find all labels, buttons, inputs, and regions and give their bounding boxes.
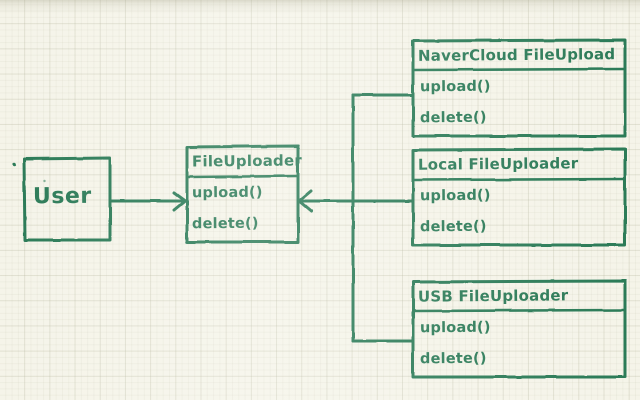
navercloud-title: NaverCloud FileUpload xyxy=(417,45,616,65)
local-method-delete: delete() xyxy=(419,218,487,236)
local-title: Local FileUploader xyxy=(417,154,579,174)
ink-speck xyxy=(12,162,46,183)
local-fileuploader-box[interactable] xyxy=(411,147,627,247)
fileuploader-method-delete: delete() xyxy=(191,215,259,233)
connector-user-to-fileuploader xyxy=(109,191,187,212)
navercloud-fileupload-box[interactable] xyxy=(411,38,627,138)
usb-fileuploader-box[interactable] xyxy=(411,279,627,379)
fileuploader-method-upload: upload() xyxy=(191,184,263,202)
user-label: User xyxy=(32,183,92,210)
user-box[interactable] xyxy=(22,156,112,242)
navercloud-method-delete: delete() xyxy=(419,109,487,127)
usb-title: USB FileUploader xyxy=(417,286,569,306)
connector-implementations-to-fileuploader xyxy=(297,93,415,343)
usb-method-upload: upload() xyxy=(419,319,491,337)
local-method-upload: upload() xyxy=(419,187,491,205)
fileuploader-title: FileUploader xyxy=(191,151,302,171)
usb-method-delete: delete() xyxy=(419,350,487,368)
navercloud-method-upload: upload() xyxy=(419,78,491,96)
fileuploader-box[interactable] xyxy=(185,144,300,244)
